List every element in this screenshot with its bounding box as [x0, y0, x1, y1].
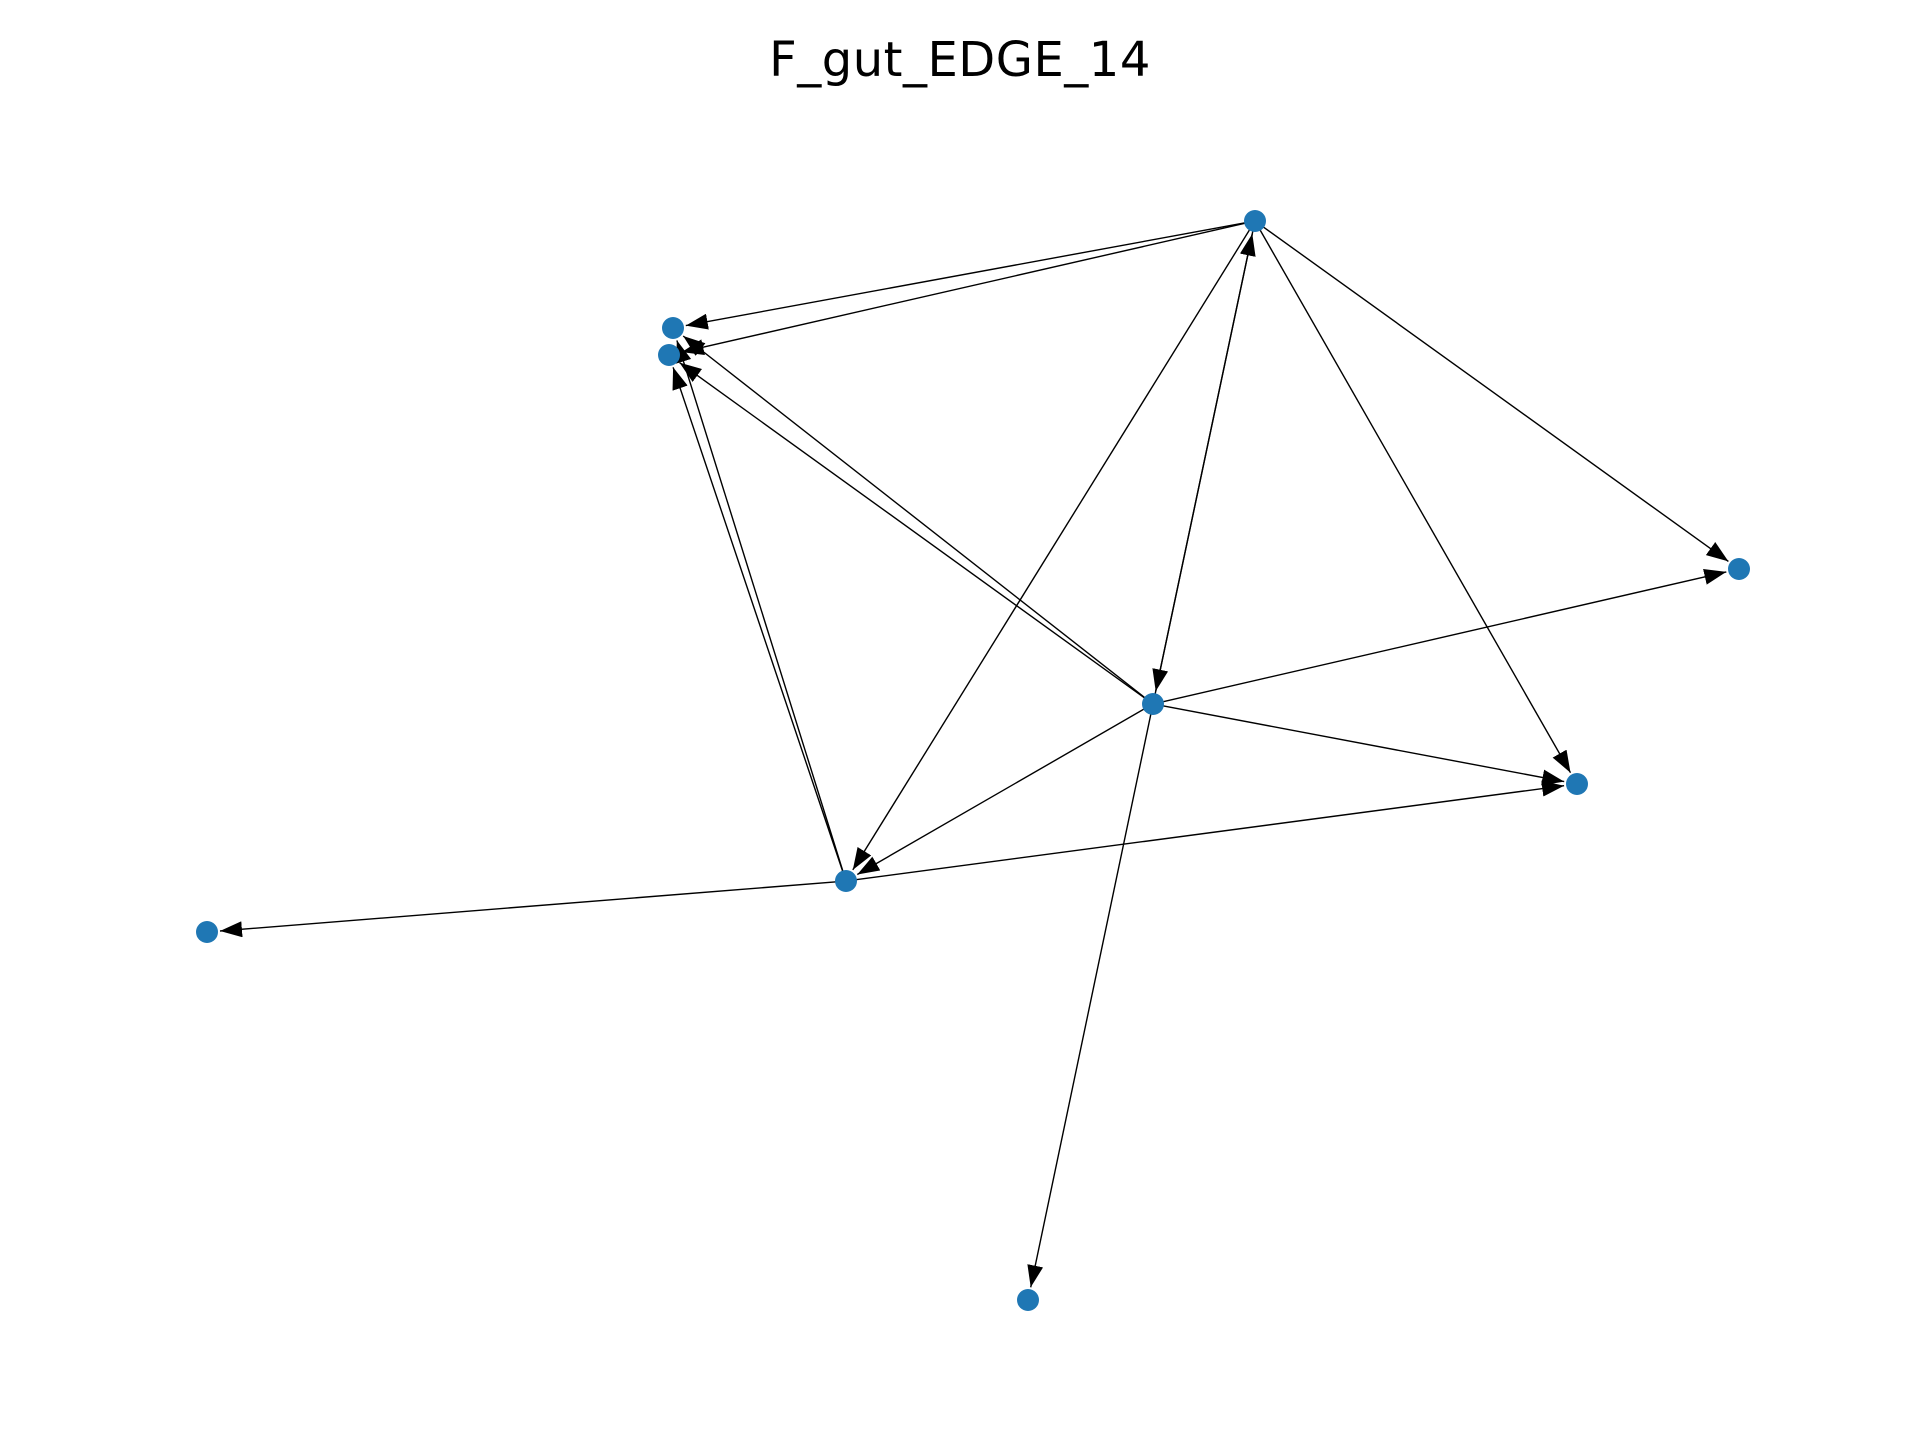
node-n_left_upper [662, 317, 684, 339]
node-n_right [1728, 558, 1750, 580]
node-n_left_lower [658, 344, 680, 366]
edge-n_center-to-n_top [1153, 233, 1256, 701]
edge-n_top-to-n_left_lower [681, 221, 1252, 355]
node-n_top [1244, 210, 1266, 232]
edge-n_center-to-n_bottom [1027, 707, 1153, 1288]
diagram-title: F_gut_EDGE_14 [769, 32, 1151, 88]
node-n_lower_left [835, 870, 857, 892]
edge-n_center-to-n_lower_left [856, 704, 1151, 876]
edge-n_top-to-n_right_mid [1255, 223, 1572, 774]
edge-n_center-to-n_left_lower [679, 362, 1151, 703]
edge-n_center-to-n_right_mid [1156, 703, 1565, 786]
edge-n_center-to-n_right [1156, 569, 1727, 704]
edge-n_center-to-n_left_upper [682, 335, 1151, 703]
edge-n_top-to-n_left_upper [685, 220, 1252, 330]
node-n_right_mid [1566, 773, 1588, 795]
node-n_center [1142, 693, 1164, 715]
edge-n_lower_left-to-n_far_left [219, 880, 843, 938]
node-n_far_left [196, 921, 218, 943]
edge-n_top-to-n_right [1257, 222, 1729, 562]
edges-layer [219, 220, 1729, 1288]
edge-n_lower_left-to-n_left_upper [675, 340, 846, 879]
edge-n_top-to-n_lower_left [852, 223, 1254, 871]
edge-n_lower_left-to-n_left_lower [672, 367, 846, 879]
nodes-layer [196, 210, 1750, 1311]
edge-n_lower_left-to-n_right_mid [849, 780, 1565, 882]
node-n_bottom [1017, 1289, 1039, 1311]
